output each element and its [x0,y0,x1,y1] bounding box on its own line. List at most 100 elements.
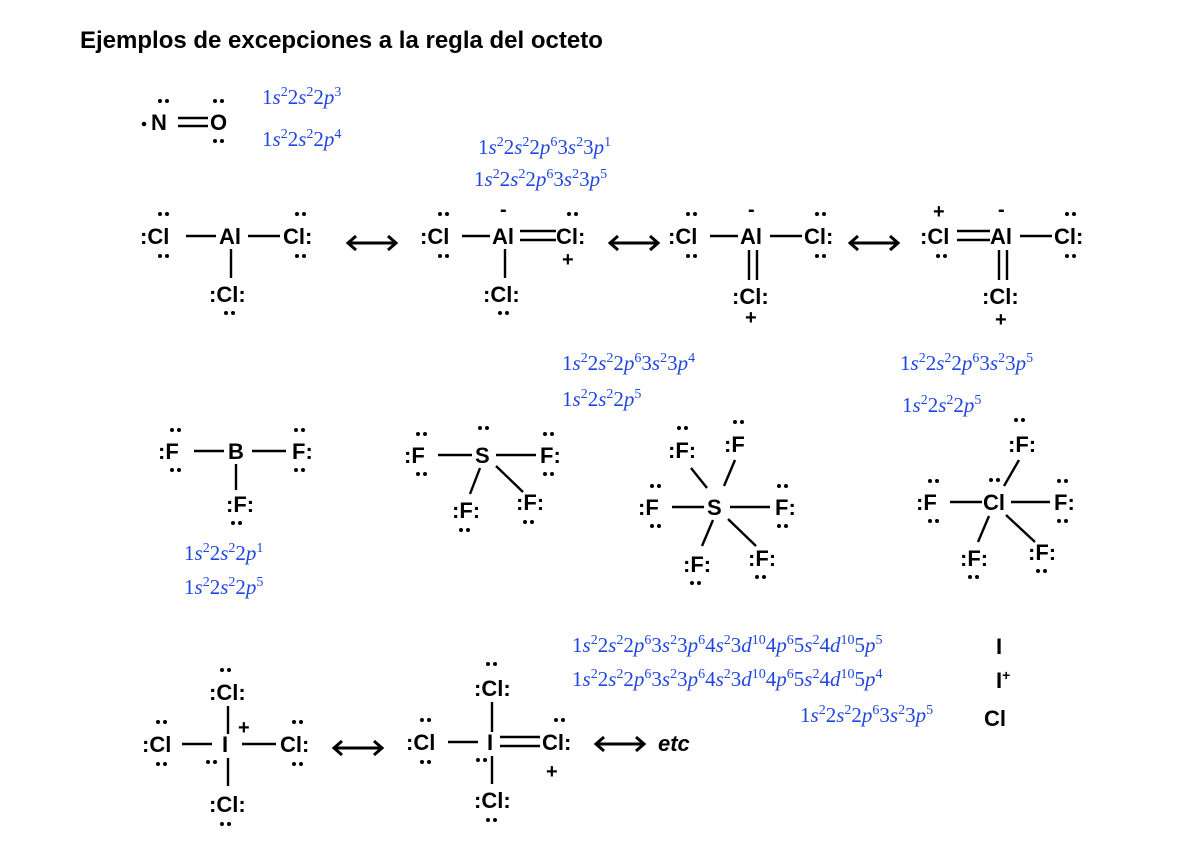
config-al: 1s22s22p63s23p1 [478,135,611,159]
atom-cl: Cl: [1054,224,1083,249]
atom-cl: :Cl: [209,282,246,307]
icl4-structure-1: :Cl: + :Cl I Cl: :Cl: [142,668,309,826]
config-symbol-i-plus: I+ [996,667,1010,693]
resonance-arrow [847,234,901,252]
atom-f: :F [158,439,179,464]
sf6-molecule: :F: :F :F S F: :F: :F: [638,420,796,585]
atom-cl: :Cl [420,224,449,249]
atom-b: B [228,439,244,464]
config-cl-bottom: 1s22s22p63s23p5 [800,703,933,727]
atom-f: :F: [683,552,711,577]
atom-f: :F [916,490,937,515]
atom-cl: :Cl [668,224,697,249]
resonance-arrow [607,234,661,252]
atom-f: :F: [960,546,988,571]
atom-f: :F: [1028,540,1056,565]
etc-label: etc [658,731,690,756]
bf3-molecule: :F B F: :F: [158,428,313,525]
atom-cl: :Cl: [209,680,246,705]
alcl3-structure-2: :Cl - Al Cl: + :Cl: [420,199,585,315]
lone-pairs [936,212,1076,258]
atom-s: S [707,495,722,520]
sf4-molecule: :F S F: :F: :F: [404,426,561,532]
config-b: 1s22s22p1 [184,541,263,565]
atom-f: :F [404,443,425,468]
atom-f: :F [638,495,659,520]
lone-pairs [416,426,554,532]
config-f: 1s22s22p5 [562,387,641,411]
config-symbol-cl: Cl [984,706,1006,731]
atom-cl: Cl [983,490,1005,515]
no-molecule: N O [141,99,227,143]
plus-charge: + [562,249,574,271]
atom-f: :F: [748,546,776,571]
lone-pairs [650,420,788,585]
atom-f: :F: [452,498,480,523]
atom-al: Al [492,224,514,249]
plus-charge: + [745,307,757,329]
clf5-molecule: :F: :F Cl F: :F: :F: [916,418,1075,579]
atom-f: :F [724,432,745,457]
atom-f: F: [1054,490,1075,515]
atom-al: Al [740,224,762,249]
plus-charge: + [933,201,945,223]
atom-cl: :Cl: [483,282,520,307]
atom-al: Al [219,224,241,249]
alcl3-structure-4: + :Cl - Al Cl: :Cl: + [920,199,1083,331]
atom-o: O [210,110,227,135]
plus-charge: + [546,761,558,783]
atom-cl: :Cl [140,224,169,249]
lone-electron [141,121,147,127]
config-s: 1s22s22p63s23p4 [562,351,695,375]
alcl3-structure-1: :Cl Al Cl: :Cl: [140,212,312,315]
config-o: 1s22s22p4 [262,127,341,151]
lone-pairs [158,99,224,143]
atom-f: F: [292,439,313,464]
lone-pairs [170,428,305,525]
config-symbol-i: I [996,634,1002,659]
alcl3-structure-3: :Cl - Al Cl: :Cl: + [668,199,833,329]
atom-n: N [151,110,167,135]
atom-cl: :Cl: [732,284,769,309]
config-cl-top: 1s22s22p63s23p5 [474,167,607,191]
config-n: 1s22s22p3 [262,85,341,109]
minus-charge: - [748,199,755,221]
lone-pairs [156,668,303,826]
resonance-arrow [345,234,399,252]
atom-f: :F: [226,492,254,517]
resonance-arrow [331,739,385,757]
atom-i: I [222,732,228,757]
atom-f: :F: [516,490,544,515]
atom-cl: :Cl [920,224,949,249]
atom-cl: :Cl [406,730,435,755]
atom-cl: :Cl [142,732,171,757]
atom-s: S [475,443,490,468]
atom-i: I [487,730,493,755]
lone-pairs [438,212,578,315]
plus-charge: + [995,309,1007,331]
lone-pairs [158,212,306,315]
resonance-arrow [593,735,647,753]
atom-cl: :Cl: [209,792,246,817]
config-f: 1s22s22p5 [184,575,263,599]
atom-f: F: [775,495,796,520]
minus-charge: - [500,199,507,221]
atom-cl: Cl: [556,224,585,249]
atom-cl: Cl: [283,224,312,249]
config-cl: 1s22s22p63s23p5 [900,351,1033,375]
icl4-structure-2: :Cl: :Cl I Cl: + :Cl: [406,662,571,822]
atom-cl: :Cl: [474,676,511,701]
atom-cl: Cl: [804,224,833,249]
atom-al: Al [990,224,1012,249]
atom-cl: Cl: [280,732,309,757]
atom-cl: Cl: [542,730,571,755]
page-title: Ejemplos de excepciones a la regla del o… [80,27,603,54]
lone-pairs [928,418,1068,579]
lone-pairs [420,662,565,822]
lone-pairs [686,212,826,258]
atom-cl: :Cl: [474,788,511,813]
atom-cl: :Cl: [982,284,1019,309]
config-f: 1s22s22p5 [902,393,981,417]
atom-f: :F: [1008,432,1036,457]
